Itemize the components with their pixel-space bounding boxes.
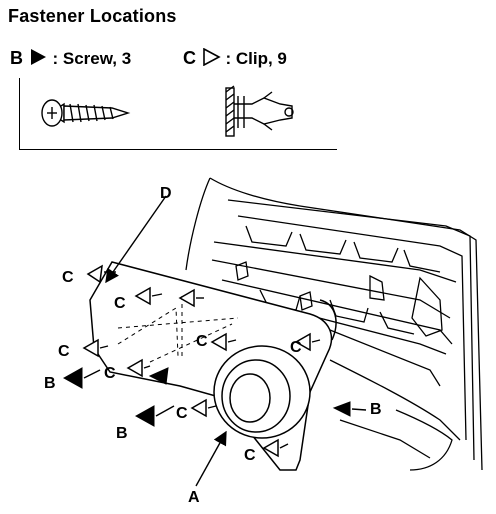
screw-marker <box>134 405 155 427</box>
legend-screw-text: : Screw, 3 <box>52 49 132 68</box>
callout-c-3: C <box>58 343 70 360</box>
legend-clip-letter: C <box>183 48 196 68</box>
clip-marker <box>190 398 207 418</box>
filled-arrow-icon <box>30 49 46 65</box>
clip-marker <box>86 264 103 284</box>
legend-frame-left <box>19 78 20 150</box>
legend-clip: C : Clip, 9 <box>183 47 287 69</box>
clip-marker <box>178 288 195 308</box>
legend-frame-bottom <box>19 149 337 150</box>
clip-marker <box>126 358 143 378</box>
clip-marker <box>82 338 99 358</box>
leader-lines <box>83 195 367 487</box>
callout-a: A <box>188 489 200 506</box>
screw-markers <box>62 367 351 427</box>
clip-marker <box>210 332 227 352</box>
callout-c-5: C <box>196 333 208 350</box>
callout-c-1: C <box>62 269 74 286</box>
callout-d: D <box>160 185 172 202</box>
callout-c-4: C <box>104 365 116 382</box>
callout-c-7: C <box>176 405 188 422</box>
screw-marker <box>62 367 83 389</box>
callout-b-2: B <box>116 425 128 442</box>
dashed-guide-lines <box>117 296 239 363</box>
screw-marker <box>148 367 169 385</box>
clip-marker <box>134 286 151 306</box>
legend-screw: B : Screw, 3 <box>10 48 131 69</box>
screw-icon <box>41 99 131 127</box>
legend-clip-text: : Clip, 9 <box>225 49 287 68</box>
clip-marker <box>262 438 279 458</box>
trim-panel-illustration <box>89 261 337 471</box>
open-arrow-icon <box>202 47 221 67</box>
clip-markers <box>82 264 311 458</box>
clip-icon <box>225 85 294 137</box>
legend-screw-letter: B <box>10 48 23 68</box>
callout-c-8: C <box>244 447 256 464</box>
callout-c-6: C <box>290 339 302 356</box>
callout-b-1: B <box>44 375 56 392</box>
screw-marker <box>332 401 351 417</box>
clip-marker <box>294 332 311 352</box>
callout-b-3: B <box>370 401 382 418</box>
page-title: Fastener Locations <box>8 6 177 26</box>
callout-c-2: C <box>114 295 126 312</box>
